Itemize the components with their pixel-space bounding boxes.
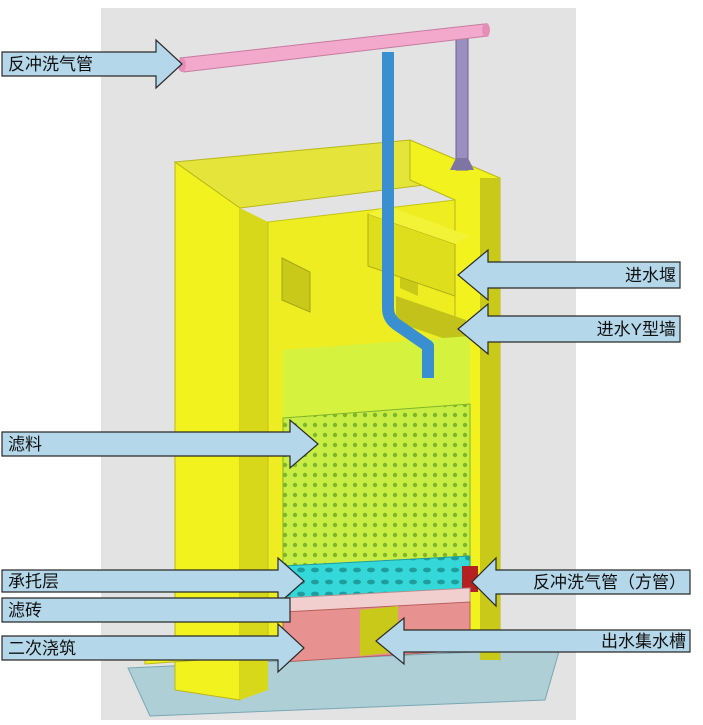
pipe-support-base [450, 158, 474, 170]
label-backwash-air-pipe: 反冲洗气管 [8, 55, 93, 74]
arrow-inlet-weir [457, 248, 681, 302]
label-backwash-air-pipe-square: 反冲洗气管（方管） [533, 573, 686, 592]
arrow-filter-brick [1, 597, 291, 623]
label-inlet-y-wall: 进水Y型墙 [597, 320, 676, 339]
vertical-pipe [382, 52, 434, 378]
pipe-support [455, 37, 469, 171]
air-pipe-end-right [482, 23, 490, 37]
inlet-y-wall [396, 296, 466, 346]
label-secondary-pour: 二次浇筑 [8, 639, 76, 658]
right-wall-side [480, 178, 500, 660]
arrow-outlet-channel [375, 616, 691, 666]
arrow-support-layer [1, 556, 305, 606]
arrow-backwash-air-pipe [1, 38, 183, 90]
label-filter-brick: 滤砖 [8, 601, 42, 620]
arrow-inlet-y-wall [457, 302, 681, 356]
label-inlet-weir: 进水堰 [625, 266, 676, 285]
wall-window-left [281, 257, 311, 313]
filter-media [282, 403, 471, 569]
arrow-secondary-pour [1, 622, 305, 674]
label-filter-media: 滤料 [8, 435, 42, 454]
square-pipe [462, 566, 478, 592]
arrow-backwash-air-pipe-square [471, 556, 691, 608]
label-outlet-channel: 出水集水槽 [601, 632, 686, 651]
label-support-layer: 承托层 [8, 572, 59, 591]
arrow-filter-media [1, 418, 319, 470]
